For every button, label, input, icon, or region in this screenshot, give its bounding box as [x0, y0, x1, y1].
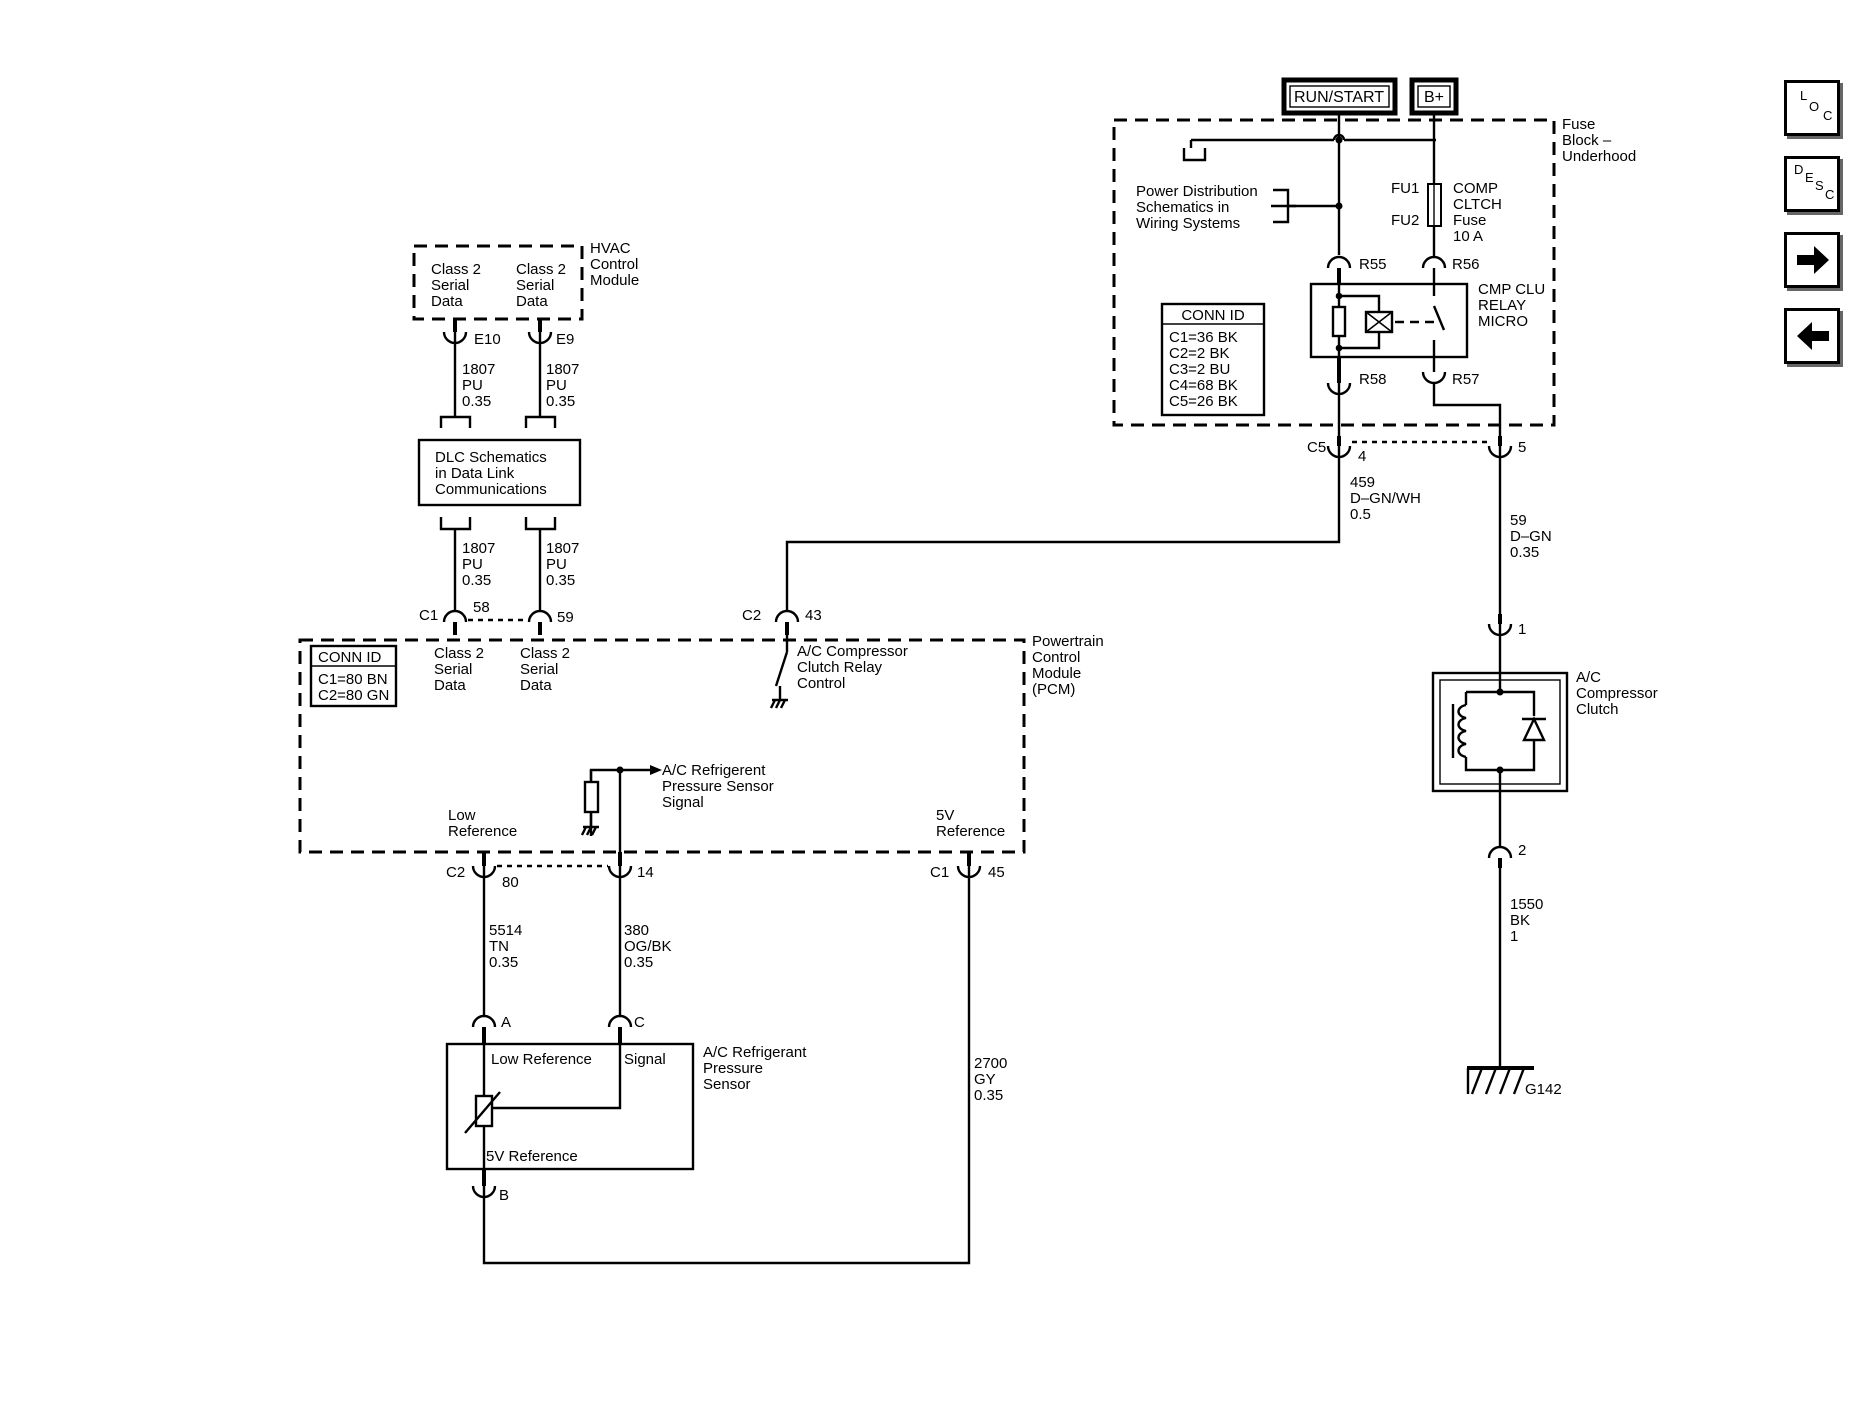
- pcm-class2-left-label: Class 2 Serial Data: [434, 645, 488, 694]
- hvac-class2-left-label: Class 2 Serial Data: [431, 261, 485, 310]
- pcm-c1-connector-label: C1: [419, 607, 438, 624]
- wire-1550-label: 1550 BK 1: [1510, 896, 1548, 945]
- svg-text:CONN ID: CONN ID: [318, 649, 382, 666]
- c5-pin-4: 4: [1358, 448, 1366, 465]
- pcm-pin-80: 80: [502, 874, 519, 891]
- sensor-pin-a: A: [501, 1014, 511, 1031]
- fuse-label: COMP CLTCH Fuse 10 A: [1453, 180, 1506, 245]
- pcm-sensor-signal-circuit: [580, 765, 662, 865]
- loc-letter-l: L: [1800, 88, 1808, 103]
- wire-1807-hvac-left-upper: 1807 PU 0.35: [462, 361, 500, 410]
- pcm-title: Powertrain Control Module (PCM): [1032, 633, 1108, 698]
- hvac-class2-right-label: Class 2 Serial Data: [516, 261, 570, 310]
- loc-letter-c: C: [1823, 108, 1833, 123]
- pcm-outline: [298, 638, 1026, 854]
- fuse-pin-fu2: FU2: [1391, 212, 1419, 229]
- svg-text:B+: B+: [1424, 89, 1444, 106]
- pcm-class2-right-label: Class 2 Serial Data: [520, 645, 574, 694]
- fuse-block-title: Fuse Block – Underhood: [1562, 116, 1636, 165]
- ac-compressor-clutch: [1431, 671, 1569, 793]
- fuse-block-conn-id-table: CONN ID C1=36 BK C2=2 BK C3=2 BU C4=68 B…: [1160, 302, 1266, 417]
- wire-380-label: 380 OG/BK 0.35: [624, 922, 676, 971]
- comp-clutch-fuse: [1427, 183, 1442, 227]
- relay-pin-r56: R56: [1452, 256, 1480, 273]
- wire-459-label: 459 D–GN/WH 0.5: [1350, 474, 1425, 523]
- cmp-clu-relay: [1309, 282, 1469, 359]
- power-distribution-note: Power Distribution Schematics in Wiring …: [1136, 183, 1262, 232]
- svg-text:C1=80 BN: C1=80 BN: [318, 671, 388, 688]
- pcm-relay-control-label: A/C Compressor Clutch Relay Control: [797, 643, 912, 692]
- wire-1807-hvac-right-lower: 1807 PU 0.35: [546, 540, 584, 589]
- arrow-left-icon: [1797, 322, 1829, 350]
- sensor-label: A/C Refrigerant Pressure Sensor: [703, 1044, 811, 1093]
- relay-pin-r55: R55: [1359, 256, 1387, 273]
- fuse-block-outline: [1112, 118, 1556, 427]
- pcm-c2-pin-43: 43: [805, 607, 822, 624]
- c5-pin-5: 5: [1518, 439, 1526, 456]
- wire-5514-label: 5514 TN 0.35: [489, 922, 527, 971]
- svg-text:C2=80 GN: C2=80 GN: [318, 687, 389, 704]
- fuse-pin-fu1: FU1: [1391, 180, 1419, 197]
- ground-symbol: [1466, 1066, 1534, 1095]
- sensor-pin-c: C: [634, 1014, 645, 1031]
- pcm-5v-reference-label: 5V Reference: [936, 807, 1005, 840]
- dlc-schematics-box: [417, 438, 582, 507]
- sensor-low-reference-label: Low Reference: [491, 1051, 592, 1068]
- svg-text:CONN ID: CONN ID: [1181, 307, 1245, 324]
- pcm-bottom-c2-label: C2: [446, 864, 465, 881]
- pcm-c1-pin-59: 59: [557, 609, 574, 626]
- ac-refrigerant-pressure-sensor: [445, 1042, 695, 1171]
- pcm-pin-45: 45: [988, 864, 1005, 881]
- clutch-pin-1: 1: [1518, 621, 1526, 638]
- relay-pin-r57: R57: [1452, 371, 1480, 388]
- power-distribution-bracket: [1273, 188, 1296, 224]
- svg-text:C3=2 BU: C3=2 BU: [1169, 361, 1230, 378]
- wire-2700-label: 2700 GY 0.35: [974, 1055, 1012, 1104]
- pcm-c1-pin-58: 58: [473, 599, 490, 616]
- hvac-pin-e9: E9: [556, 331, 574, 348]
- desc-letter-e: E: [1805, 170, 1814, 185]
- pcm-sensor-signal-label: A/C Refrigerent Pressure Sensor Signal: [662, 762, 778, 811]
- pcm-pin-14: 14: [637, 864, 654, 881]
- ground-g142-label: G142: [1525, 1081, 1562, 1098]
- svg-text:C1=36 BK: C1=36 BK: [1169, 329, 1238, 346]
- wire-59-label: 59 D–GN 0.35: [1510, 512, 1556, 561]
- sensor-5v-reference-label: 5V Reference: [486, 1148, 578, 1165]
- wire-1807-hvac-left-lower: 1807 PU 0.35: [462, 540, 500, 589]
- pcm-bottom-c1-label: C1: [930, 864, 949, 881]
- svg-text:RUN/START: RUN/START: [1294, 89, 1384, 106]
- desc-letter-c: C: [1825, 187, 1835, 202]
- sensor-pin-b: B: [499, 1187, 509, 1204]
- relay-label: CMP CLU RELAY MICRO: [1478, 281, 1549, 330]
- clutch-pin-2: 2: [1518, 842, 1526, 859]
- supply-run-start-tag: RUN/START: [1281, 77, 1398, 116]
- description-button[interactable]: D E S C: [1784, 156, 1840, 212]
- supply-bplus-tag: B+: [1409, 77, 1459, 116]
- pcm-conn-id-table: CONN ID C1=80 BN C2=80 GN: [309, 644, 398, 708]
- svg-text:C2=2 BK: C2=2 BK: [1169, 345, 1229, 362]
- c5-connector-label: C5: [1307, 439, 1326, 456]
- svg-text:C4=68 BK: C4=68 BK: [1169, 377, 1238, 394]
- desc-letter-d: D: [1794, 162, 1804, 177]
- location-button[interactable]: L O C: [1784, 80, 1840, 136]
- loc-letter-o: O: [1809, 99, 1820, 114]
- pcm-relay-control-switch: [769, 635, 789, 709]
- next-page-button[interactable]: [1784, 232, 1840, 288]
- desc-letter-s: S: [1815, 178, 1824, 193]
- wire-1807-hvac-right-upper: 1807 PU 0.35: [546, 361, 584, 410]
- pcm-low-reference-label: Low Reference: [448, 807, 517, 840]
- hvac-module-title: HVAC Control Module: [590, 240, 643, 289]
- pcm-c2-connector-label: C2: [742, 607, 761, 624]
- hvac-module-outline: [412, 244, 584, 321]
- clutch-label: A/C Compressor Clutch: [1576, 669, 1662, 718]
- previous-page-button[interactable]: [1784, 308, 1840, 364]
- svg-text:C5=26 BK: C5=26 BK: [1169, 393, 1238, 410]
- sensor-signal-label: Signal: [624, 1051, 666, 1068]
- relay-pin-r58: R58: [1359, 371, 1387, 388]
- arrow-right-icon: [1797, 246, 1829, 274]
- dlc-label: DLC Schematics in Data Link Communicatio…: [435, 449, 551, 498]
- hvac-pin-e10: E10: [474, 331, 501, 348]
